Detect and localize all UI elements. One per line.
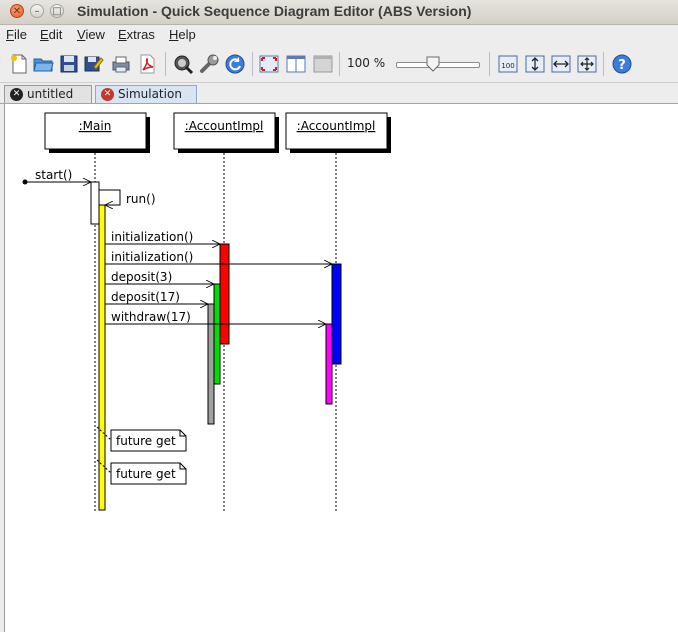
note-future-get-2: future get (96, 459, 187, 485)
menu-extras[interactable]: Extras (118, 27, 155, 42)
open-folder-icon[interactable] (32, 53, 54, 75)
object-accountimpl-1: :AccountImpl (173, 112, 279, 153)
svg-text:initialization(): initialization() (111, 250, 193, 264)
hide-panel-icon[interactable] (312, 53, 334, 75)
message-run: run() (99, 189, 156, 206)
menu-edit[interactable]: Edit (40, 27, 63, 42)
toolbar-separator (165, 52, 166, 76)
find-icon[interactable] (172, 53, 194, 75)
tab-simulation[interactable]: ✕ Simulation (95, 85, 197, 103)
zoom-label: 100 % (347, 56, 386, 70)
message-initialization-1: initialization() (105, 230, 220, 244)
svg-text::Main: :Main (79, 119, 112, 133)
toolbar: 100 % 100 ? (0, 46, 678, 83)
toolbar-separator (252, 52, 253, 76)
svg-text:run(): run() (126, 192, 156, 206)
tab-close-icon[interactable]: ✕ (10, 88, 23, 101)
svg-text:deposit(17): deposit(17) (111, 290, 180, 304)
save-icon[interactable] (58, 53, 80, 75)
tab-close-icon[interactable]: ✕ (101, 88, 114, 101)
tab-label: untitled (27, 87, 74, 101)
svg-text:future get: future get (116, 434, 176, 448)
message-deposit-3: deposit(3) (105, 270, 214, 284)
message-withdraw-17: withdraw(17) (105, 310, 326, 324)
pdf-export-icon[interactable] (136, 53, 158, 75)
help-icon[interactable]: ? (611, 53, 633, 75)
print-icon[interactable] (110, 53, 132, 75)
note-future-get-1: future get (96, 426, 187, 452)
diagram-canvas[interactable]: :Main :AccountImpl :AccountImpl start() (4, 104, 678, 632)
zoom-100-icon[interactable]: 100 (497, 53, 519, 75)
menu-file[interactable]: File (6, 27, 27, 42)
svg-text:100: 100 (501, 62, 514, 70)
fit-height-icon[interactable] (524, 53, 546, 75)
menubar: File Edit View Extras Help (0, 25, 678, 45)
message-initialization-2: initialization() (105, 250, 332, 264)
minimize-window-button[interactable]: – (30, 4, 44, 18)
fit-window-icon[interactable] (576, 53, 598, 75)
menu-view[interactable]: View (77, 27, 105, 42)
menu-help[interactable]: Help (169, 27, 196, 42)
maximize-window-button[interactable]: □ (50, 4, 64, 18)
svg-text::AccountImpl: :AccountImpl (297, 119, 376, 133)
svg-text::AccountImpl: :AccountImpl (185, 119, 264, 133)
fit-width-icon[interactable] (550, 53, 572, 75)
tab-label: Simulation (118, 87, 182, 101)
toolbar-separator (489, 52, 490, 76)
new-file-icon[interactable] (8, 53, 30, 75)
settings-wrench-icon[interactable] (198, 53, 220, 75)
toolbar-separator (339, 52, 340, 76)
refresh-icon[interactable] (224, 53, 246, 75)
split-view-icon[interactable] (285, 53, 307, 75)
tab-untitled[interactable]: ✕ untitled (4, 85, 92, 103)
toolbar-separator (603, 52, 604, 76)
object-main: :Main (44, 112, 150, 153)
object-accountimpl-2: :AccountImpl (285, 112, 391, 153)
activation-account1-init (219, 243, 230, 345)
fullscreen-icon[interactable] (258, 53, 280, 75)
activation-account1-deposit3 (213, 283, 221, 385)
svg-text:initialization(): initialization() (111, 230, 193, 244)
document-tabbar: ✕ untitled ✕ Simulation (0, 83, 678, 104)
activation-main-run (98, 204, 106, 511)
activation-account2-init (331, 263, 342, 365)
svg-text:deposit(3): deposit(3) (111, 270, 172, 284)
message-deposit-17: deposit(17) (105, 290, 208, 304)
activation-account1-deposit17 (207, 303, 215, 425)
svg-text:start(): start() (35, 168, 72, 182)
svg-text:withdraw(17): withdraw(17) (111, 310, 191, 324)
svg-text:?: ? (618, 58, 626, 73)
close-window-button[interactable]: ✕ (10, 4, 24, 18)
message-start: start() (22, 168, 91, 185)
activation-main-start (90, 181, 100, 225)
window-titlebar: ✕ – □ Simulation - Quick Sequence Diagra… (0, 0, 678, 25)
activation-account2-withdraw (325, 323, 333, 405)
svg-text:future get: future get (116, 467, 176, 481)
save-as-icon[interactable] (82, 53, 104, 75)
zoom-slider-thumb[interactable] (426, 56, 440, 72)
window-title: Simulation - Quick Sequence Diagram Edit… (77, 3, 472, 19)
